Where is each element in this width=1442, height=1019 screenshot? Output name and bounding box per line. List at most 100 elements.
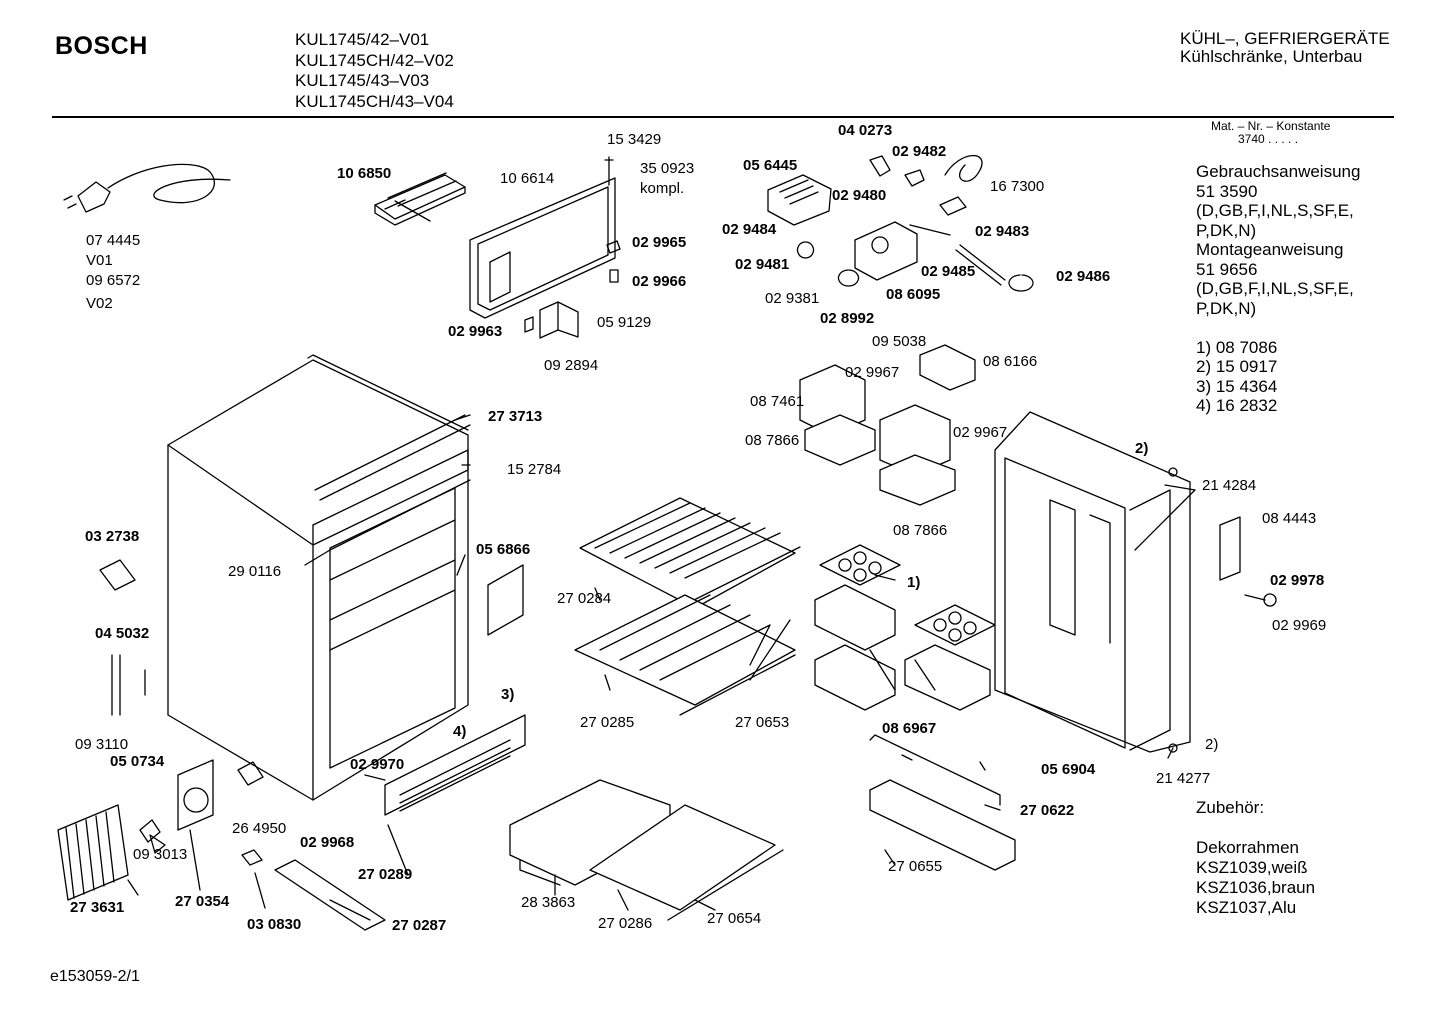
brand-logo: BOSCH (55, 32, 148, 60)
part-number-label: 29 0116 (228, 563, 282, 580)
part-number-label: 2) (1205, 736, 1219, 753)
accessory-line: Zubehör: (1196, 798, 1265, 817)
documentation-line: P,DK,N) (1196, 298, 1257, 318)
part-number-label: 08 7866 (745, 432, 800, 449)
part-number-label: 27 0284 (557, 590, 612, 607)
part-number-label: 09 2894 (544, 357, 599, 374)
part-number-label: 21 4284 (1202, 477, 1257, 494)
documentation-line: 51 9656 (1196, 259, 1258, 279)
ventilation-grille-drawing (384, 714, 526, 816)
documentation-line: 4) 16 2832 (1196, 396, 1278, 415)
model-number: KUL1745CH/43–V04 (295, 91, 454, 111)
category-subtitle: Kühlschränke, Unterbau (1180, 47, 1363, 66)
part-number-label: 09 3110 (75, 736, 129, 753)
part-number-label: 27 0653 (735, 714, 790, 731)
model-number: KUL1745/43–V03 (295, 71, 430, 90)
part-number-label: 02 9381 (765, 290, 820, 307)
part-number-label: 03 2738 (85, 528, 140, 545)
part-number-label: 27 3631 (70, 899, 125, 916)
part-number-label: 02 9963 (448, 323, 503, 340)
documentation-line: Montageanweisung (1196, 240, 1344, 259)
part-number-label: 05 0734 (110, 753, 165, 770)
part-number-label: 09 6572 (86, 272, 141, 289)
part-number-label: 09 5038 (872, 333, 927, 350)
part-number-label: 02 9967 (845, 364, 900, 381)
documentation-line: (D,GB,F,I,NL,S,SF,E, (1196, 279, 1354, 298)
power-cord-drawing (63, 163, 231, 213)
part-number-label: 02 9486 (1056, 268, 1111, 285)
part-number-label: 27 0287 (392, 917, 447, 934)
hinge-drawing (524, 240, 621, 339)
fan-drawing (139, 759, 214, 854)
part-number-label: 04 0273 (838, 122, 893, 139)
part-number-label: 08 6967 (882, 720, 937, 737)
part-number-label: 27 3713 (488, 408, 543, 425)
model-number: KUL1745/42–V01 (295, 30, 430, 49)
material-constant-label: Mat. – Nr. – Konstante (1211, 119, 1331, 133)
material-constant: Mat. – Nr. – Konstante 3740 . . . . . (1211, 120, 1330, 146)
part-number-label: 07 4445 (86, 232, 141, 249)
part-number-label: 27 0622 (1020, 802, 1075, 819)
category-title: KÜHL–, GEFRIERGERÄTE (1180, 29, 1390, 48)
part-number-label: 08 7461 (750, 393, 805, 410)
door-handle-drawing (1219, 516, 1277, 607)
part-number-label: 02 9978 (1270, 572, 1325, 589)
documentation-line: 2) 15 0917 (1196, 357, 1278, 376)
part-number-label: 02 9482 (892, 143, 947, 160)
freezer-door-drawing (469, 156, 616, 319)
part-number-label: 15 2784 (507, 461, 562, 478)
documentation-line: P,DK,N) (1196, 220, 1257, 240)
part-number-label: 16 7300 (990, 178, 1045, 195)
category-heading: KÜHL–, GEFRIERGERÄTE Kühlschränke, Unter… (1180, 30, 1390, 66)
part-number-label: 05 6904 (1041, 761, 1096, 778)
leader-lines (127, 414, 1196, 921)
part-number-label: 09 3013 (133, 846, 188, 863)
accessory-line: KSZ1037,Alu (1196, 898, 1297, 917)
part-number-label: 27 0655 (888, 858, 943, 875)
part-number-label: 08 4443 (1262, 510, 1317, 527)
condenser-drawing (57, 804, 129, 901)
part-number-label: 08 6166 (983, 353, 1038, 370)
part-number-label: 02 9965 (632, 234, 687, 251)
documentation-line: Gebrauchsanweisung (1196, 162, 1361, 181)
part-number-label: 15 3429 (607, 131, 662, 148)
part-number-label: 21 4277 (1156, 770, 1211, 787)
part-number-label: 27 0286 (598, 915, 653, 932)
part-number-label: 02 9969 (1272, 617, 1327, 634)
model-list: KUL1745/42–V01 KUL1745CH/42–V02 KUL1745/… (295, 30, 454, 112)
part-number-label: 27 0354 (175, 893, 230, 910)
wire-shelf-drawing (574, 594, 796, 716)
part-number-label: 35 0923 (640, 160, 695, 177)
evaporator-plate-drawing (487, 564, 524, 636)
part-number-label: V02 (86, 295, 113, 312)
part-number-label: 27 0285 (580, 714, 635, 731)
part-number-label: 08 7866 (893, 522, 948, 539)
part-number-label: 3) (501, 686, 515, 703)
relay-drawing (99, 559, 264, 866)
accessory-line: KSZ1039,weiß (1196, 858, 1308, 877)
part-number-label: 27 0289 (358, 866, 413, 883)
part-number-label: 26 4950 (232, 820, 287, 837)
part-number-label: 03 0830 (247, 916, 302, 933)
model-number: KUL1745CH/42–V02 (295, 50, 454, 70)
thermostat-drawing (767, 154, 1034, 292)
part-number-label: 2) (1135, 440, 1149, 457)
material-constant-value: 3740 . . . . . (1238, 132, 1299, 146)
part-number-label: 28 3863 (521, 894, 576, 911)
part-number-label: 02 9967 (953, 424, 1008, 441)
part-number-label: 08 6095 (886, 286, 941, 303)
part-number-label: 02 9968 (300, 834, 355, 851)
accessory-line: Dekorrahmen (1196, 838, 1299, 857)
part-number-label: 02 9966 (632, 273, 687, 290)
part-number-label: V01 (86, 252, 113, 269)
part-number-label: 4) (453, 723, 467, 740)
part-number-label: 02 9970 (350, 756, 405, 773)
cabinet-drawing (167, 354, 471, 801)
documentation-line: 51 3590 (1196, 181, 1258, 201)
part-number-label: 05 6445 (743, 157, 798, 174)
part-number-label: 02 9485 (921, 263, 976, 280)
part-number-label: 02 9483 (975, 223, 1030, 240)
